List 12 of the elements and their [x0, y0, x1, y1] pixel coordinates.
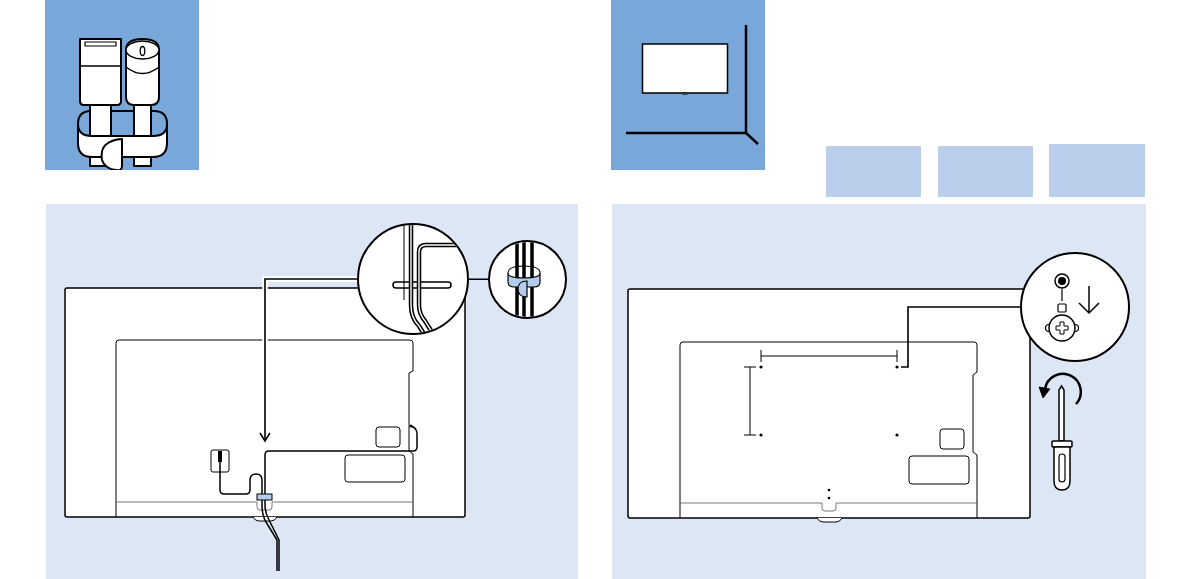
blank-tile [1049, 144, 1145, 197]
leader-line [468, 278, 489, 281]
blank-tile [826, 146, 921, 197]
cable-tie-illustration [45, 0, 199, 170]
tv-back-illustration [626, 287, 1032, 524]
tv-back-illustration [62, 285, 468, 573]
leader-line [900, 306, 1021, 368]
blank-tile [938, 146, 1033, 197]
wall-mounted-tv-illustration [611, 0, 765, 170]
step-panel [46, 204, 578, 579]
leader-line [259, 278, 358, 442]
step-panel [612, 204, 1146, 579]
